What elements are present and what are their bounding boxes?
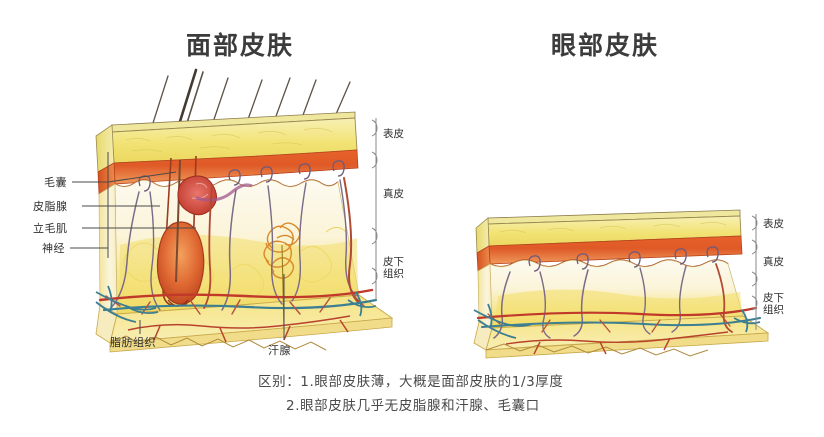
callout-label-adipose-tissue: 脂肪组织 bbox=[110, 336, 156, 349]
left-callout-leaders bbox=[70, 152, 196, 258]
layer-label-subcutis-left-line1: 皮下 bbox=[383, 256, 404, 268]
layer-label-subcutis-right: 皮下 组织 bbox=[763, 292, 784, 316]
eye-subcutaneous-vein-network bbox=[473, 303, 761, 339]
subcutis-yellow-wash bbox=[119, 235, 358, 312]
layer-label-dermis-left: 真皮 bbox=[383, 188, 404, 200]
hair-bulb bbox=[156, 221, 205, 305]
caption-line-2: 2.眼部皮肤几乎无皮脂腺和汗腺、毛囊口 bbox=[286, 398, 540, 414]
arrector-pili-muscle bbox=[195, 183, 253, 202]
capillary-loops bbox=[138, 160, 345, 192]
eye-capillary-loops bbox=[528, 246, 719, 272]
subcutis-front-face bbox=[114, 179, 360, 315]
callout-label-arrector-pili: 立毛肌 bbox=[33, 222, 68, 235]
callout-label-sweat-gland: 汗腺 bbox=[268, 344, 291, 357]
left-layer-brace bbox=[371, 118, 378, 300]
callout-label-hair-follicle: 毛囊 bbox=[44, 176, 67, 189]
eye-epidermis-texture bbox=[499, 221, 727, 234]
eye-dermo-epidermal-junction bbox=[489, 259, 729, 268]
epidermis-left-face bbox=[95, 124, 115, 173]
eye-fat-texture bbox=[494, 289, 742, 326]
hair-shafts bbox=[145, 68, 351, 162]
facial-skin-block bbox=[95, 68, 394, 353]
eye-epidermis-top-face bbox=[487, 209, 741, 225]
epidermis-top-face bbox=[111, 111, 356, 133]
eye-skin-block bbox=[473, 209, 770, 359]
subcutaneous-vein-network bbox=[95, 285, 159, 323]
subcutis-left-face bbox=[98, 183, 118, 315]
dermis-left-face bbox=[97, 162, 116, 195]
subcutaneous-vein-network-right bbox=[347, 291, 377, 317]
eye-base-torn-edge bbox=[485, 343, 709, 357]
callout-label-nerve: 神经 bbox=[42, 242, 65, 255]
base-vessel-branches bbox=[127, 315, 351, 343]
eye-dermis-band bbox=[488, 235, 743, 265]
eye-dermal-vessels bbox=[493, 263, 733, 339]
eye-epidermis-left-face bbox=[475, 217, 490, 254]
eye-subcutis-front-face bbox=[489, 259, 744, 329]
dermal-vessels bbox=[110, 177, 359, 311]
eye-base-slab-left bbox=[473, 321, 493, 351]
epidermis-texture bbox=[125, 128, 333, 153]
layer-label-epidermis-left: 表皮 bbox=[383, 128, 404, 140]
sweat-duct bbox=[281, 244, 285, 331]
right-layer-brace bbox=[751, 214, 758, 330]
layer-label-epidermis-right: 表皮 bbox=[763, 218, 784, 230]
layer-label-subcutis-right-line1: 皮下 bbox=[763, 292, 784, 304]
eye-subcutis-left-face bbox=[477, 263, 493, 329]
bottom-callout-leaders bbox=[139, 274, 285, 340]
dermis-band bbox=[113, 149, 359, 185]
dermo-epidermal-junction bbox=[114, 179, 339, 188]
eye-base-slab-top bbox=[485, 315, 770, 351]
epidermis-front-face bbox=[111, 117, 358, 164]
eye-base-vessel-branches bbox=[505, 331, 729, 355]
fat-lobule-texture bbox=[123, 227, 349, 297]
eye-deep-vascular-plexus bbox=[476, 306, 761, 333]
layer-label-subcutis-right-line2: 组织 bbox=[763, 304, 784, 316]
page-title-facial-skin: 面部皮肤 bbox=[186, 31, 295, 60]
page-title-eye-skin: 眼部皮肤 bbox=[551, 31, 660, 60]
deep-vascular-plexus bbox=[98, 288, 378, 315]
eye-dermis-left-face bbox=[476, 245, 491, 272]
hair-follicle-structure bbox=[156, 155, 205, 307]
caption-line-1: 区别：1.眼部皮肤薄，大概是面部皮肤的1/3厚度 bbox=[258, 374, 564, 390]
sweat-gland-structure bbox=[263, 222, 301, 279]
eye-base-slab-front bbox=[485, 332, 769, 359]
sebaceous-gland-structure bbox=[177, 175, 217, 216]
callout-label-sebaceous-gland: 皮脂腺 bbox=[33, 200, 68, 213]
layer-label-dermis-right: 真皮 bbox=[763, 256, 784, 268]
eye-epidermis-front-face bbox=[487, 215, 742, 247]
layer-label-subcutis-left: 皮下 组织 bbox=[383, 256, 404, 280]
layer-label-subcutis-left-line2: 组织 bbox=[383, 268, 404, 280]
